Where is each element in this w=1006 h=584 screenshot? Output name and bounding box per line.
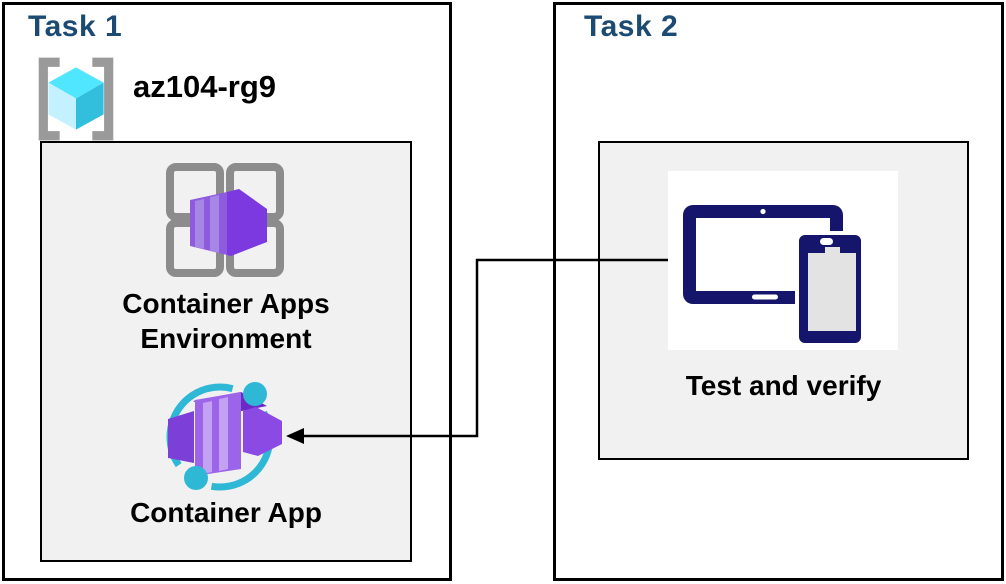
task1-title: Task 1 — [28, 10, 123, 43]
container-apps-environment-icon — [166, 163, 284, 277]
task2-box: Task 2 Test and verify — [553, 2, 1004, 581]
container-app-label: Container App — [130, 497, 322, 528]
test-icon-background — [668, 171, 898, 350]
task1-panel: Container Apps Environment Container App — [40, 141, 412, 562]
environment-label: Container Apps Environment — [122, 288, 330, 354]
resource-group-name: az104-rg9 — [133, 69, 277, 104]
task1-box: Task 1 az104-rg9 — [2, 2, 452, 581]
resource-group-icon — [38, 57, 114, 141]
test-and-verify-label: Test and verify — [685, 370, 882, 401]
task2-panel: Test and verify — [598, 141, 969, 460]
container-app-icon — [166, 382, 282, 491]
task2-title: Task 2 — [584, 10, 679, 43]
tablet-phone-icon — [683, 205, 865, 347]
